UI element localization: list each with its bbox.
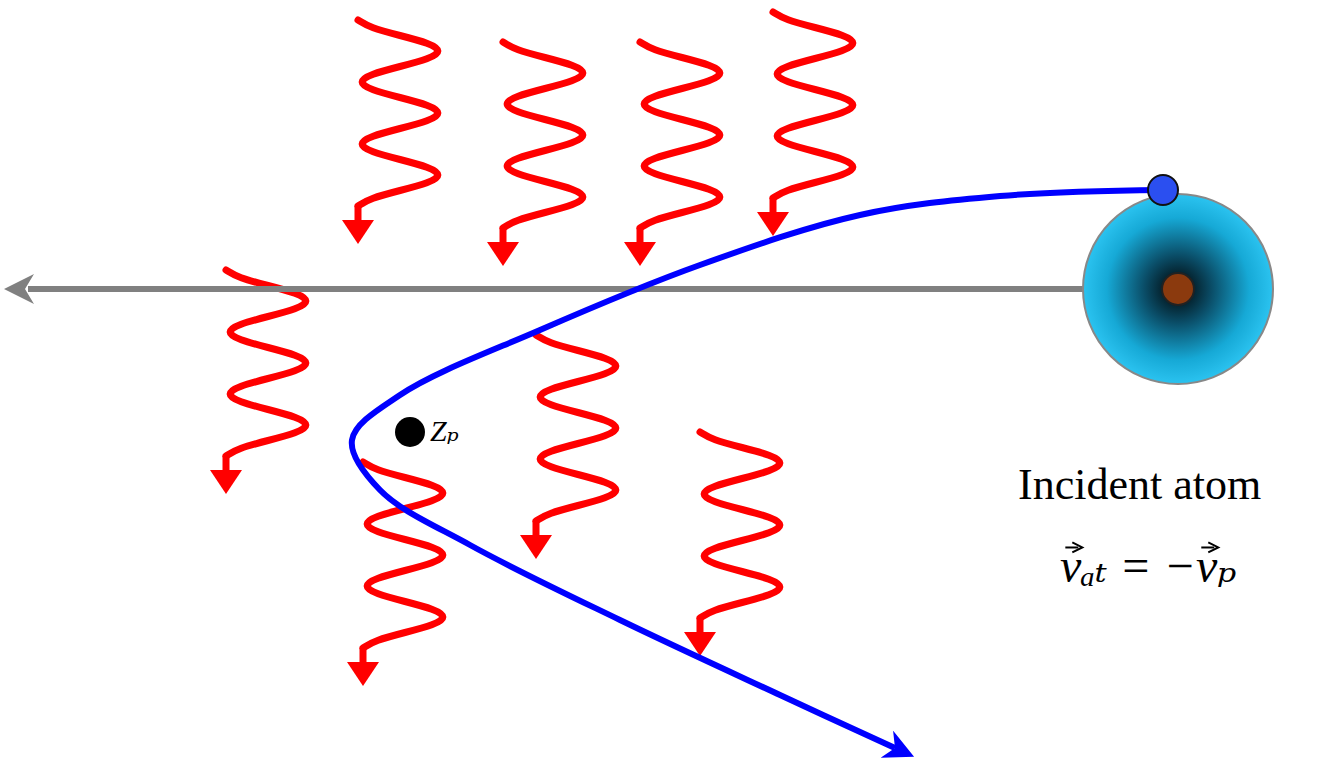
wave <box>226 270 306 456</box>
wave <box>358 20 438 206</box>
direction-arrow <box>28 286 1090 292</box>
projectile-charge <box>395 417 425 447</box>
wave-head <box>487 242 519 266</box>
atom-cloud <box>1083 194 1273 384</box>
photon-waves <box>210 12 853 686</box>
wave-head <box>210 470 242 494</box>
wave <box>640 42 720 228</box>
velocity-relation: vₐₜ = −vₚ <box>1060 540 1236 593</box>
photon-arrow <box>757 12 853 236</box>
wave <box>700 432 780 618</box>
photon-arrow <box>684 432 780 656</box>
wave-head <box>342 220 374 244</box>
wave <box>503 42 583 228</box>
wave <box>773 12 853 198</box>
atom-label: Incident atom <box>1018 461 1261 509</box>
photon-arrow <box>210 270 306 494</box>
electron <box>1148 175 1178 205</box>
photon-arrow <box>342 20 438 244</box>
wave-head <box>624 242 656 266</box>
wave-head <box>347 662 379 686</box>
wave-head <box>757 212 789 236</box>
photon-arrow <box>624 42 720 266</box>
wave <box>363 462 443 648</box>
wave <box>536 335 616 521</box>
wave-head <box>520 535 552 559</box>
nucleus <box>1162 273 1194 305</box>
photon-arrow <box>347 462 443 686</box>
photon-arrow <box>487 42 583 266</box>
charge-label: Zₚ <box>430 414 459 447</box>
photon-arrow <box>520 335 616 559</box>
